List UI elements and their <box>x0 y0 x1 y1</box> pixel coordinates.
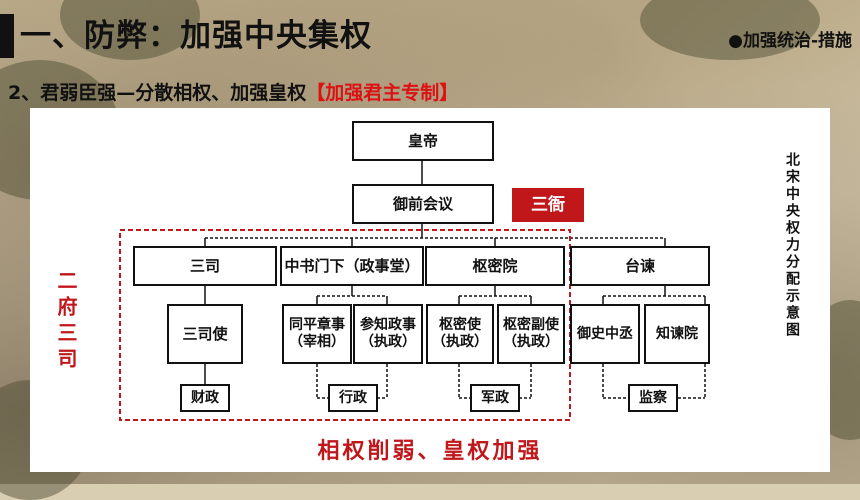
subtitle-highlight: 【加强君主专制】 <box>306 82 459 104</box>
conclusion-text: 相权削弱、皇权加强 <box>317 438 543 464</box>
function-administration: 行政 <box>328 384 378 412</box>
official-yushi: 御史中丞 <box>570 304 640 364</box>
function-supervision: 监察 <box>628 384 678 412</box>
dept-sansi-box: 三司 <box>133 246 277 286</box>
section-tag: ●加强统治-措施 <box>728 31 852 51</box>
page-title: 一、防弊：加强中央集权 <box>20 18 372 54</box>
official-canzhi-line1: 参知政事 <box>360 317 416 334</box>
diagram-caption: 北宋中央权力分配示意图 <box>784 152 800 339</box>
dept-taijian-box: 台谏 <box>570 246 710 286</box>
official-canzhi: 参知政事 （执政） <box>353 304 423 364</box>
subtitle-main: 2、君弱臣强—分散相权、加强皇权 <box>8 82 307 104</box>
official-sansi-shi: 三司使 <box>167 304 243 364</box>
official-tongping: 同平章事 （宰相） <box>282 304 352 364</box>
official-shumi-fushi: 枢密副使 （执政） <box>497 304 565 364</box>
official-zhijian: 知谏院 <box>644 304 710 364</box>
official-shumi-shi-line1: 枢密使 <box>439 317 481 334</box>
dept-zhongshu-box: 中书门下（政事堂） <box>280 246 424 286</box>
header-accent-bar <box>0 14 14 58</box>
official-shumi-shi-line2: （执政） <box>432 334 488 350</box>
official-tongping-line1: 同平章事 <box>289 317 345 334</box>
connector-lines <box>119 161 706 421</box>
function-military: 军政 <box>470 384 520 412</box>
official-shumi-fushi-line2: （执政） <box>503 334 559 350</box>
official-canzhi-line2: （执政） <box>360 334 416 350</box>
subtitle: 2、君弱臣强—分散相权、加强皇权【加强君主专制】 <box>8 78 458 105</box>
imperial-council-box: 御前会议 <box>352 184 494 224</box>
function-finance: 财政 <box>180 384 230 412</box>
official-tongping-line2: （宰相） <box>289 334 345 350</box>
emperor-box: 皇帝 <box>352 121 494 161</box>
three-yamen-box: 三衙 <box>512 188 584 222</box>
official-shumi-fushi-line1: 枢密副使 <box>503 317 559 334</box>
diagram-panel: 皇帝 御前会议 三衙 三司 中书门下（政事堂） 枢密院 台谏 三司使 同平章事 … <box>30 108 830 472</box>
official-shumi-shi: 枢密使 （执政） <box>426 304 494 364</box>
two-fu-three-si-label: 二府三司 <box>54 270 78 374</box>
dept-shumiyuan-box: 枢密院 <box>425 246 565 286</box>
